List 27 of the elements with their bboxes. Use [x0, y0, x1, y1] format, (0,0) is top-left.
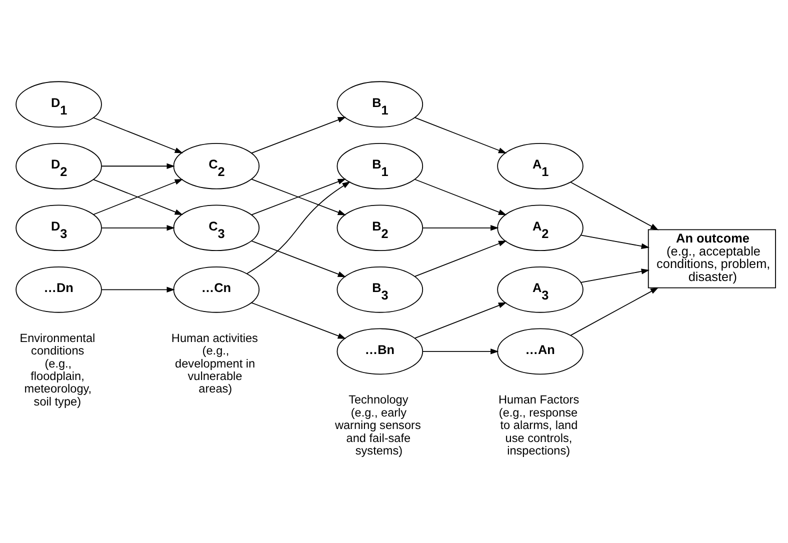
- arrow: [422, 225, 499, 231]
- arrow: [246, 181, 350, 274]
- arrow: [251, 116, 346, 154]
- arrow: [101, 163, 175, 169]
- arrow: [101, 286, 175, 293]
- arrow: [570, 182, 659, 230]
- arrow: [570, 287, 659, 336]
- arrow: [251, 178, 346, 216]
- arrow: [422, 348, 499, 354]
- label: Technology (e.g., early warning sensors and fail-safe systems): [334, 392, 421, 458]
- arrow: [414, 117, 507, 154]
- arrow: [414, 240, 507, 277]
- node-ellipse: …Cn: [173, 266, 260, 313]
- arrow: [251, 240, 346, 278]
- node-ellipse: …Dn: [16, 266, 102, 313]
- arrow: [101, 225, 175, 231]
- node-ellipse: …An: [497, 328, 584, 375]
- arrow: [580, 234, 650, 249]
- label: Human Factors (e.g., response to alarms, land use controls, inspections): [498, 392, 580, 458]
- arrow: [93, 117, 184, 154]
- node-box: An outcome (e.g., acceptable conditions, problem, disaster): [648, 229, 776, 288]
- label: Human activities (e.g., development in vulnerable areas): [171, 330, 258, 396]
- label: Environmental conditions (e.g., floodplain, meteorology, soil type): [20, 330, 96, 408]
- arrow: [414, 302, 507, 339]
- arrow: [414, 178, 507, 216]
- arrow: [251, 302, 346, 339]
- arrow: [580, 268, 650, 283]
